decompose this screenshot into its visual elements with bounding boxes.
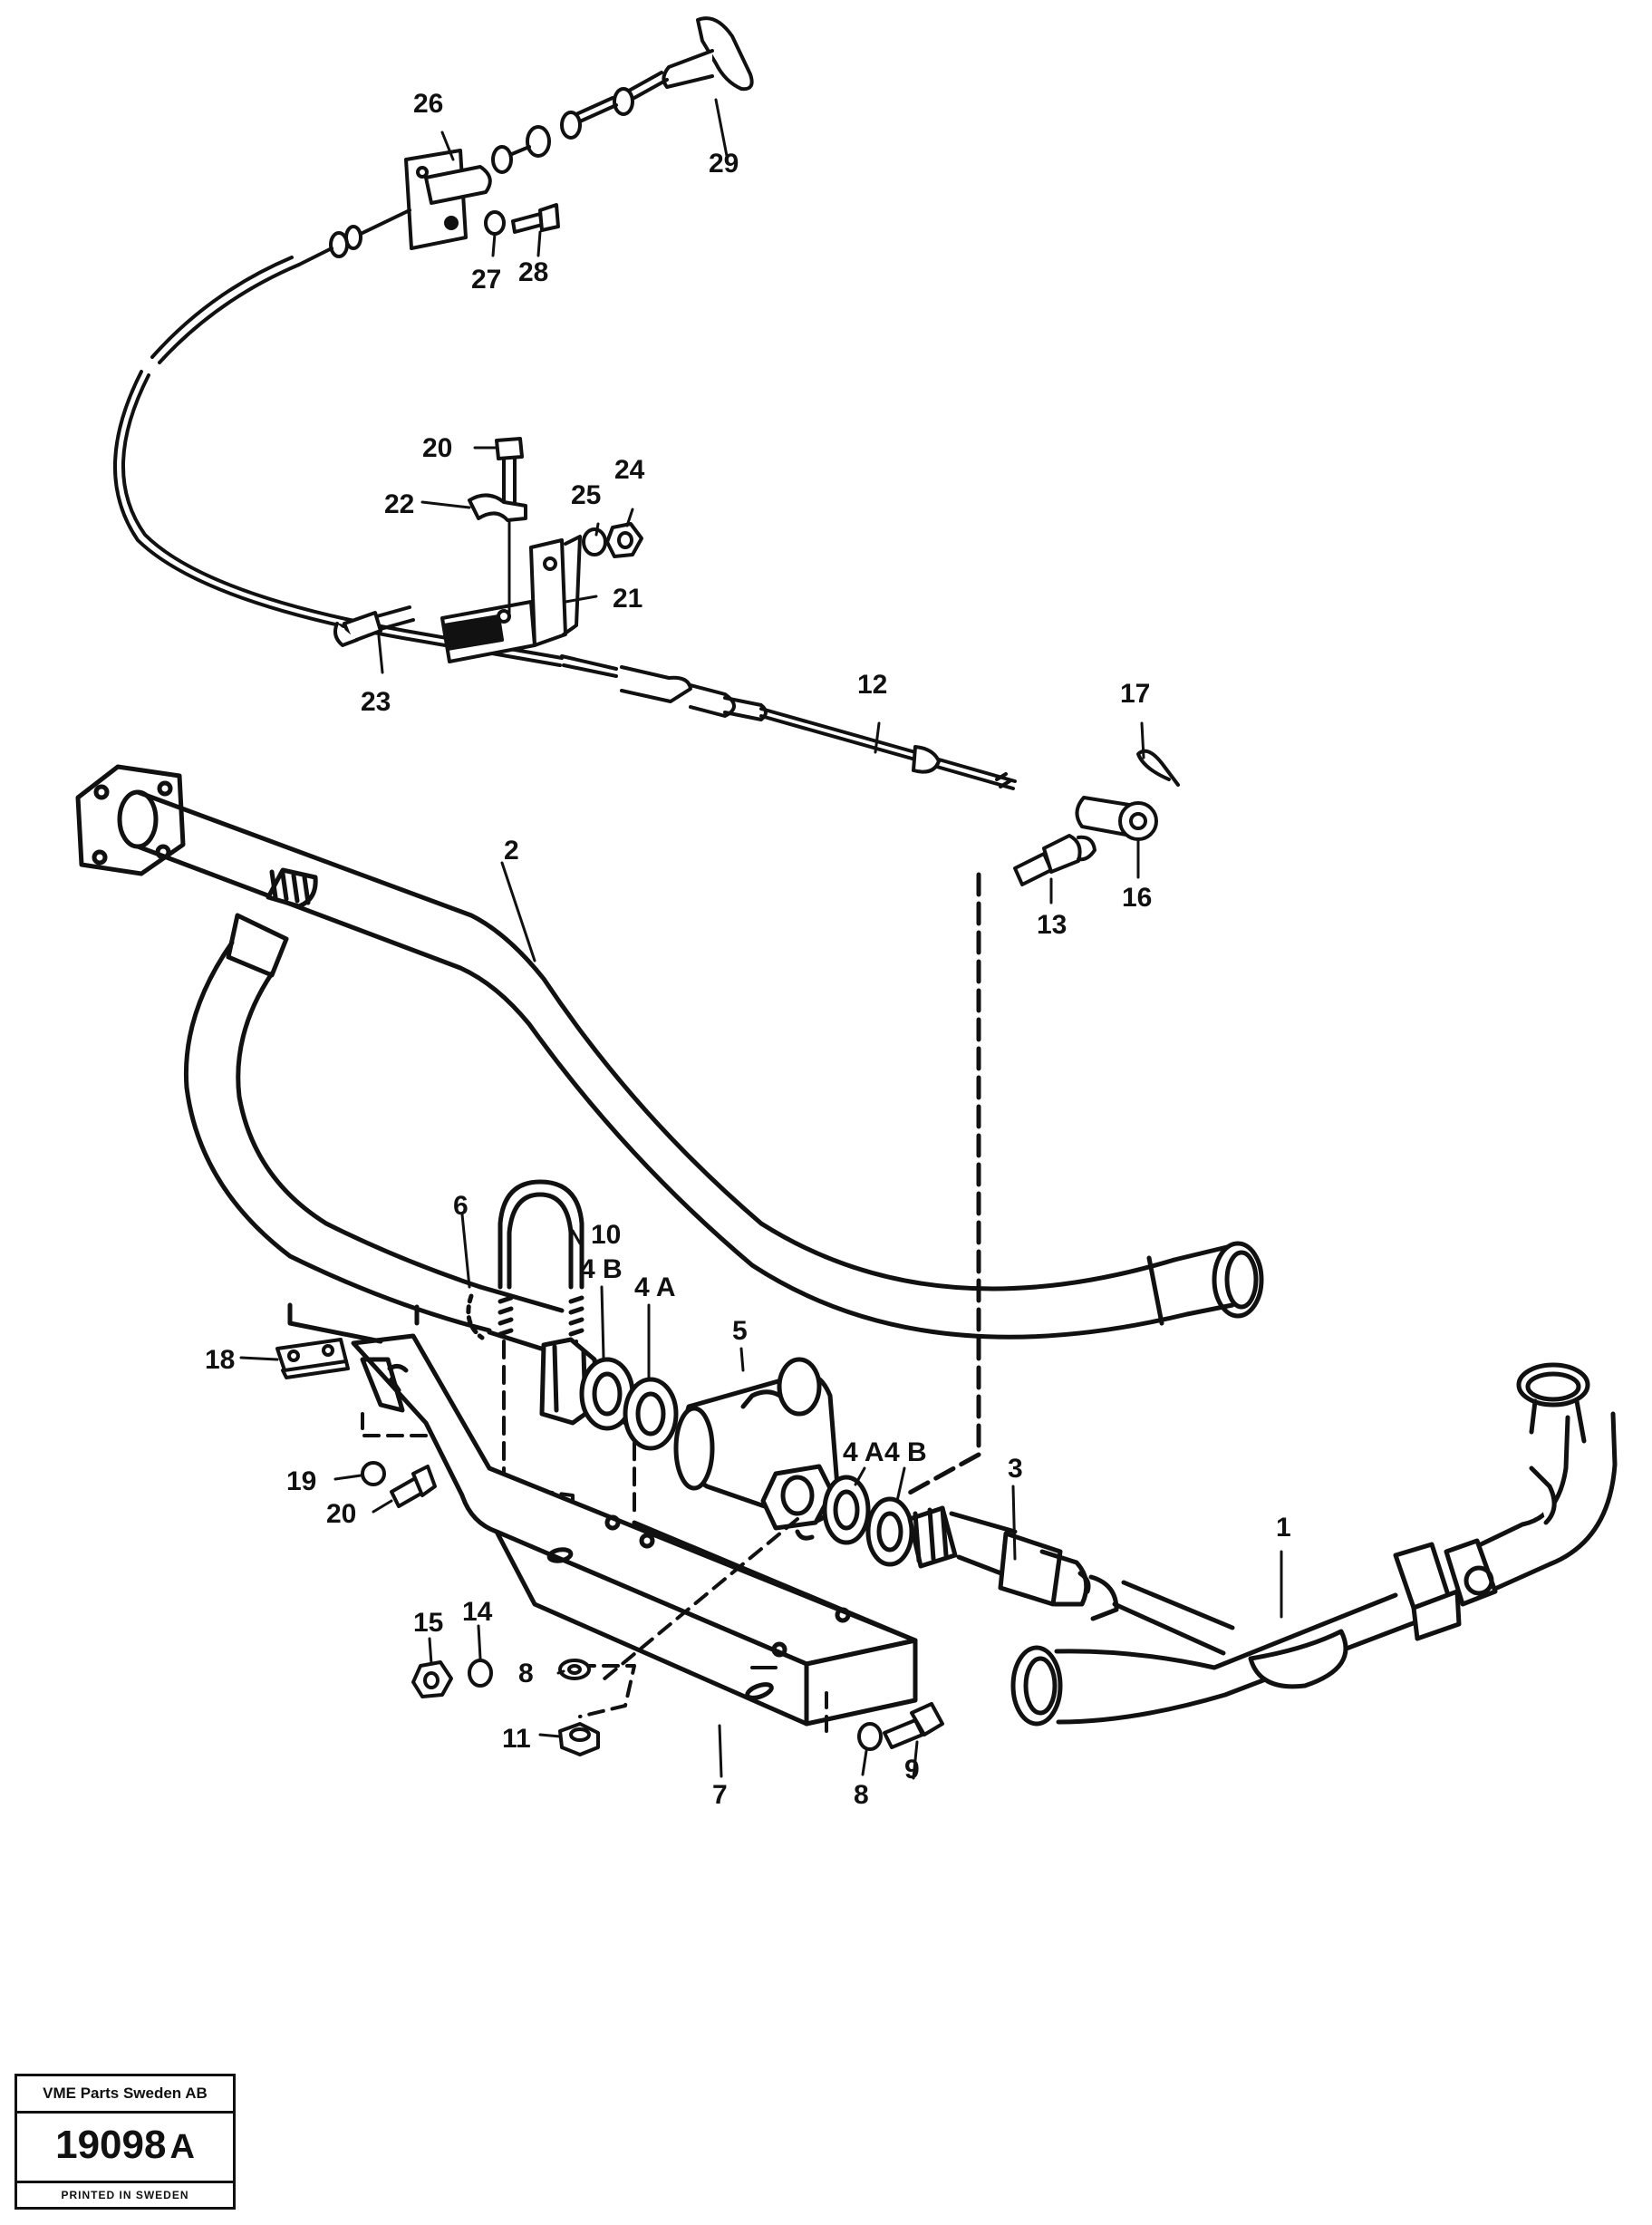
label-13: 13 (1037, 910, 1067, 940)
washer-19 (361, 1461, 386, 1486)
label-3: 3 (1008, 1454, 1023, 1484)
spring-clip (1136, 749, 1180, 787)
bolt-20-lower (390, 1465, 437, 1508)
clamp-bracket-21 (440, 535, 582, 663)
label-4b-left: 4 B (580, 1254, 623, 1284)
label-21: 21 (613, 584, 642, 614)
stamp-number: 19098 (55, 2123, 167, 2167)
bolt-28 (511, 203, 560, 234)
nut-24 (605, 522, 643, 558)
label-6: 6 (453, 1191, 469, 1221)
label-2: 2 (504, 836, 519, 866)
label-5: 5 (732, 1316, 748, 1346)
bracket-dashed-lines (361, 1412, 828, 1742)
label-19: 19 (286, 1466, 316, 1496)
flexible-hose-6 (183, 913, 565, 1355)
label-12: 12 (857, 670, 887, 700)
cable-clamp-22 (468, 493, 527, 522)
bolt-9 (883, 1702, 944, 1749)
cable-end-fitting (1075, 796, 1158, 841)
label-23: 23 (361, 687, 391, 717)
washer-8-center (558, 1659, 591, 1680)
label-28: 28 (518, 257, 548, 287)
cable-bracket-plate (404, 149, 492, 250)
label-4b-right: 4 B (884, 1437, 927, 1467)
washer-14 (468, 1659, 493, 1688)
bolt-20-upper (495, 437, 524, 614)
cable-sheath-upper (297, 208, 411, 266)
exhaust-brake-valve (673, 1357, 840, 1541)
label-11: 11 (502, 1724, 531, 1754)
gasket-4a-right (822, 1475, 871, 1545)
label-8-center: 8 (518, 1659, 534, 1688)
gasket-4b-left (579, 1357, 635, 1431)
label-26: 26 (413, 89, 443, 119)
bolt-23 (333, 605, 415, 647)
stamp-printed: PRINTED IN SWEDEN (17, 2181, 233, 2207)
label-9: 9 (904, 1755, 920, 1785)
control-cable (112, 256, 1017, 790)
label-22: 22 (384, 489, 414, 519)
exhaust-pipe-2 (75, 764, 1264, 1340)
mounting-bracket-7 (287, 1302, 918, 1727)
label-4a-left: 4 A (634, 1272, 676, 1302)
pull-knob (662, 16, 754, 92)
stamp-company: VME Parts Sweden AB (17, 2076, 233, 2114)
label-16: 16 (1122, 883, 1152, 913)
threaded-pin (1013, 834, 1097, 886)
exhaust-pipe-1 (1010, 1362, 1618, 1727)
label-27: 27 (471, 265, 501, 295)
label-20-lower: 20 (326, 1499, 356, 1529)
part-number-labels: 1 2 3 4 A 4 A 4 B 4 B 5 6 7 8 8 9 10 11 … (205, 89, 1291, 1810)
washer-27 (484, 210, 506, 236)
label-18: 18 (205, 1345, 235, 1375)
label-1: 1 (1276, 1513, 1291, 1543)
label-14: 14 (462, 1597, 493, 1627)
label-10: 10 (591, 1220, 621, 1250)
nut-11 (558, 1722, 600, 1756)
label-4a-right: 4 A (843, 1437, 884, 1467)
label-24: 24 (614, 455, 645, 485)
cable-head-assembly (491, 71, 669, 174)
nut-15 (411, 1660, 453, 1698)
washer-25 (582, 527, 607, 556)
leader-lines (239, 98, 1283, 1780)
washer-8-right (857, 1722, 883, 1751)
stamp-suffix: A (169, 2128, 195, 2166)
label-17: 17 (1120, 679, 1150, 709)
label-8-right: 8 (854, 1780, 869, 1810)
cable-routing-dashed (905, 872, 981, 1496)
gasket-4b-right (865, 1496, 914, 1567)
label-7: 7 (712, 1780, 728, 1810)
label-20-upper: 20 (422, 433, 452, 463)
label-15: 15 (413, 1608, 443, 1638)
label-25: 25 (571, 480, 601, 510)
gasket-4a-left (623, 1377, 679, 1451)
small-plate-18 (275, 1338, 350, 1379)
label-29: 29 (709, 149, 739, 179)
